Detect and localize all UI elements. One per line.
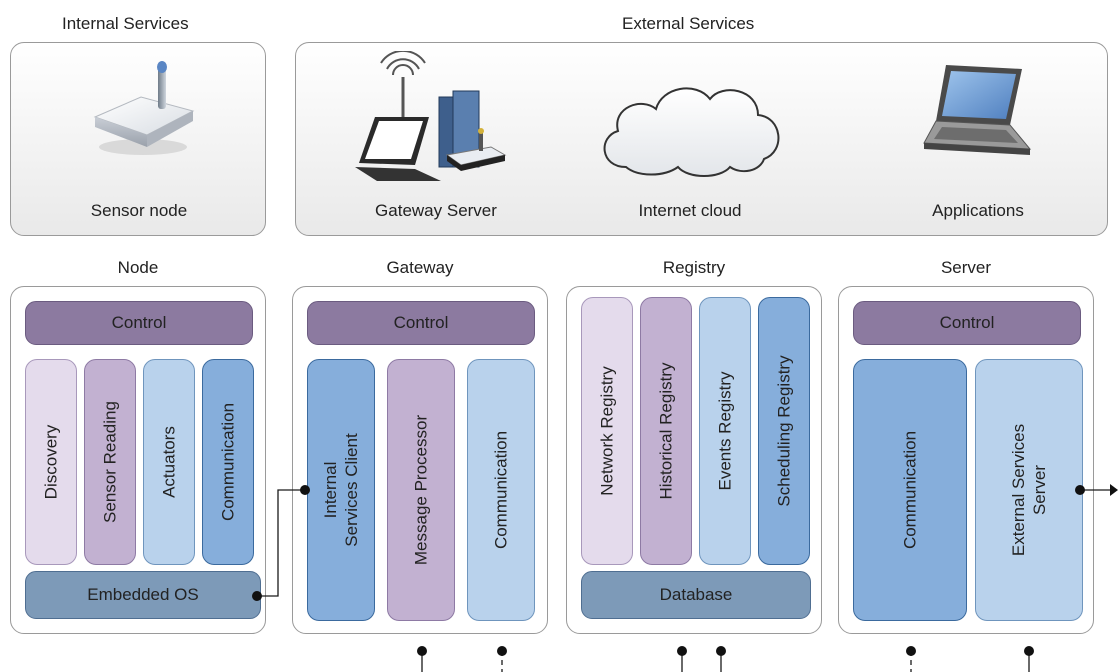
node-communication-module: Communication (202, 359, 254, 565)
registry-network-module: Network Registry (581, 297, 633, 565)
heading-node: Node (117, 258, 159, 277)
connector-dot-external-server-bottom (1024, 646, 1034, 656)
node-actuators-module: Actuators (143, 359, 195, 565)
node-control-bar: Control (25, 301, 253, 345)
registry-database-bar: Database (581, 571, 811, 619)
external-services-panel: Gateway Server Internet cloud Applicatio… (295, 42, 1108, 236)
heading-registry: Registry (662, 258, 726, 277)
server-control-bar: Control (853, 301, 1081, 345)
gateway-panel: Control Internal Services Client Message… (292, 286, 548, 634)
node-sensor-reading-module: Sensor Reading (84, 359, 136, 565)
internet-cloud-caption: Internet cloud (638, 201, 742, 220)
gateway-server-icon (355, 51, 507, 181)
database-to-server-connector (720, 651, 1030, 672)
internal-services-panel: Sensor node (10, 42, 266, 236)
gateway-internal-services-client-module: Internal Services Client (307, 359, 375, 621)
connector-dot-server-communication (906, 646, 916, 656)
connector-dot-node-os (252, 591, 262, 601)
node-panel: Control Discovery Sensor Reading Actuato… (10, 286, 266, 634)
server-panel: Control Communication External Services … (838, 286, 1094, 634)
applications-caption: Applications (932, 201, 1024, 220)
connector-dot-gateway-communication (497, 646, 507, 656)
registry-scheduling-module: Scheduling Registry (758, 297, 810, 565)
connector-dot-database-right (716, 646, 726, 656)
gateway-communication-module: Communication (467, 359, 535, 621)
registry-historical-module: Historical Registry (640, 297, 692, 565)
registry-panel: Network Registry Historical Registry Eve… (566, 286, 822, 634)
internet-cloud-icon (603, 87, 780, 177)
connector-dot-database-left (677, 646, 687, 656)
gateway-control-bar: Control (307, 301, 535, 345)
processor-to-database-connector (421, 651, 683, 672)
node-embedded-os-bar: Embedded OS (25, 571, 261, 619)
laptop-icon (923, 65, 1032, 155)
connector-dot-gateway-client (300, 485, 310, 495)
heading-server: Server (940, 258, 992, 277)
server-output-arrowhead (1110, 484, 1118, 496)
heading-external-services: External Services (622, 14, 755, 33)
connector-dot-message-processor (417, 646, 427, 656)
node-discovery-module: Discovery (25, 359, 77, 565)
connector-dot-external-server-right (1075, 485, 1085, 495)
sensor-node-icon (93, 61, 195, 155)
server-external-services-server-module: External Services Server (975, 359, 1083, 621)
registry-events-module: Events Registry (699, 297, 751, 565)
heading-internal-services: Internal Services (62, 14, 189, 33)
node-to-gateway-connector (257, 489, 305, 597)
server-communication-module: Communication (853, 359, 967, 621)
gateway-server-caption: Gateway Server (375, 201, 497, 220)
sensor-node-caption: Sensor node (90, 201, 188, 220)
heading-gateway: Gateway (386, 258, 454, 277)
gateway-message-processor-module: Message Processor (387, 359, 455, 621)
